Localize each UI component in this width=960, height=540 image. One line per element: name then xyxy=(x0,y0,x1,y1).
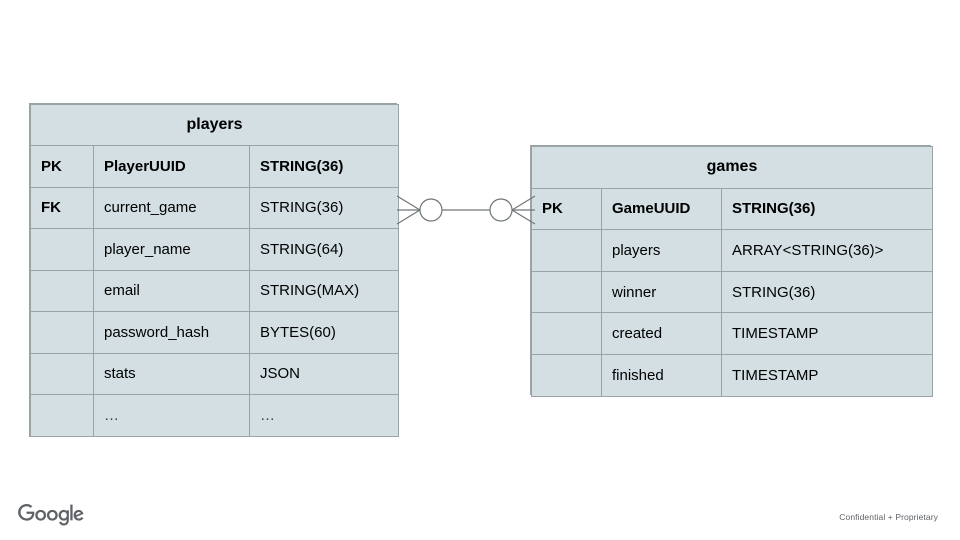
row-key-flag xyxy=(30,269,94,312)
row-column-name: players xyxy=(601,229,722,272)
table-row[interactable]: … … xyxy=(30,394,399,437)
google-logo xyxy=(18,503,84,526)
row-key-flag: PK xyxy=(531,187,602,231)
entity-title-row: players xyxy=(30,104,399,146)
cardinality-circle-left xyxy=(419,198,443,222)
table-row[interactable]: email STRING(MAX) xyxy=(30,269,399,312)
row-column-name: … xyxy=(93,394,250,437)
row-column-name: email xyxy=(93,269,250,312)
table-row[interactable]: PK PlayerUUID STRING(36) xyxy=(30,145,399,188)
table-row[interactable]: winner STRING(36) xyxy=(531,270,933,314)
row-column-type: TIMESTAMP xyxy=(721,312,933,355)
row-key-flag xyxy=(531,270,602,314)
row-key-flag xyxy=(30,394,94,437)
row-column-type: JSON xyxy=(249,352,399,395)
crows-foot-icon-right xyxy=(511,195,536,225)
table-row[interactable]: stats JSON xyxy=(30,352,399,395)
table-row[interactable]: PK GameUUID STRING(36) xyxy=(531,187,933,231)
entity-title-row: games xyxy=(531,146,933,189)
table-row[interactable]: created TIMESTAMP xyxy=(531,312,933,355)
row-key-flag xyxy=(531,353,602,397)
row-column-type: STRING(36) xyxy=(249,145,399,188)
table-row[interactable]: FK current_game STRING(36) xyxy=(30,186,399,229)
row-column-name: winner xyxy=(601,270,722,314)
row-column-type: STRING(64) xyxy=(249,228,399,271)
row-key-flag: FK xyxy=(30,186,94,229)
table-row[interactable]: password_hash BYTES(60) xyxy=(30,311,399,354)
row-column-name: finished xyxy=(601,353,722,397)
row-column-type: STRING(36) xyxy=(721,187,933,231)
entity-table-games[interactable]: games PK GameUUID STRING(36) players ARR… xyxy=(530,145,933,397)
row-column-name: PlayerUUID xyxy=(93,145,250,188)
row-column-type: STRING(MAX) xyxy=(249,269,399,312)
entity-title-players: players xyxy=(30,104,399,146)
crows-foot-icon-left xyxy=(396,195,421,225)
row-column-name: created xyxy=(601,312,722,355)
row-key-flag xyxy=(30,228,94,271)
entity-title-games: games xyxy=(531,146,933,189)
row-column-type: TIMESTAMP xyxy=(721,353,933,397)
row-column-name: stats xyxy=(93,352,250,395)
row-key-flag: PK xyxy=(30,145,94,188)
row-column-name: current_game xyxy=(93,186,250,229)
row-column-type: … xyxy=(249,394,399,437)
table-row[interactable]: finished TIMESTAMP xyxy=(531,353,933,397)
row-column-type: STRING(36) xyxy=(721,270,933,314)
row-key-flag xyxy=(30,311,94,354)
relationship-connector-players-games[interactable] xyxy=(386,180,546,240)
row-column-type: STRING(36) xyxy=(249,186,399,229)
row-key-flag xyxy=(531,312,602,355)
row-column-name: player_name xyxy=(93,228,250,271)
row-column-type: ARRAY<STRING(36)> xyxy=(721,229,933,272)
table-row[interactable]: player_name STRING(64) xyxy=(30,228,399,271)
row-column-name: password_hash xyxy=(93,311,250,354)
row-key-flag xyxy=(30,352,94,395)
confidentiality-note: Confidential + Proprietary xyxy=(839,512,938,522)
cardinality-circle-right xyxy=(489,198,513,222)
table-row[interactable]: players ARRAY<STRING(36)> xyxy=(531,229,933,272)
entity-table-players[interactable]: players PK PlayerUUID STRING(36) FK curr… xyxy=(29,103,399,437)
row-column-name: GameUUID xyxy=(601,187,722,231)
row-column-type: BYTES(60) xyxy=(249,311,399,354)
